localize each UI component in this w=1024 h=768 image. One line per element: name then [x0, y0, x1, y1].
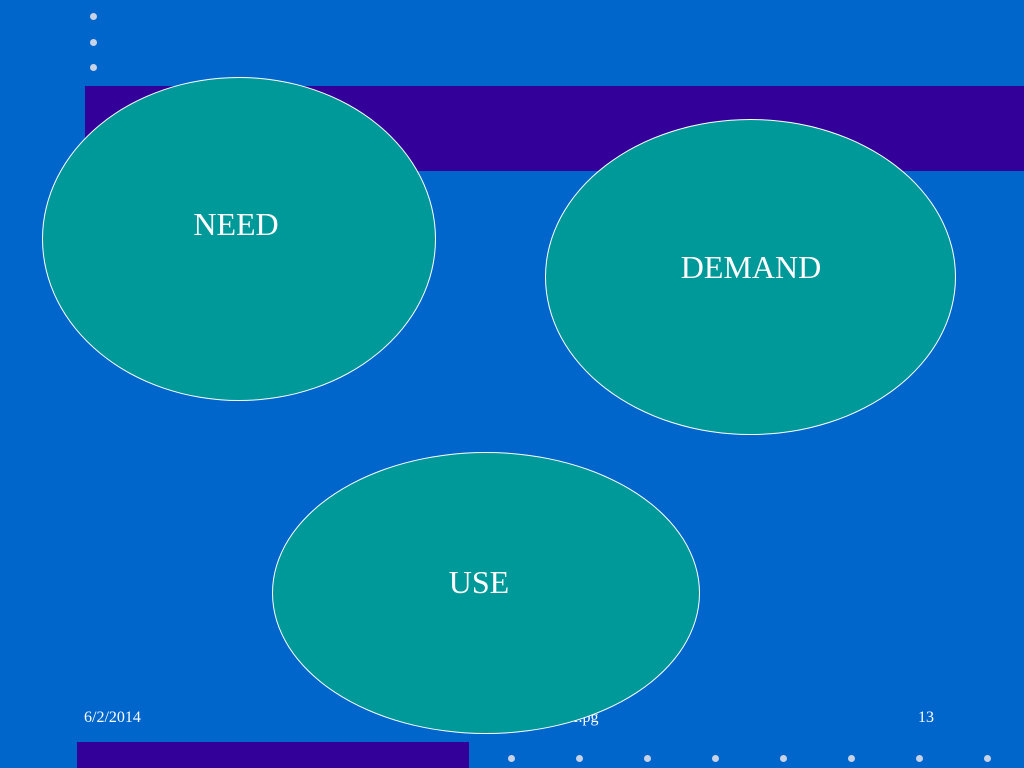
demand-ellipse [545, 119, 956, 435]
footer-date: 6/2/2014 [84, 709, 141, 726]
use-ellipse [272, 452, 700, 734]
decorative-dot [90, 64, 97, 71]
use-label: USE [448, 564, 510, 600]
decorative-dot [644, 755, 651, 762]
decorative-dot [848, 755, 855, 762]
decorative-dot [508, 755, 515, 762]
page-number: 13 [918, 709, 934, 726]
footer-band [77, 742, 469, 768]
decorative-dot [712, 755, 719, 762]
need-label: NEED [193, 206, 279, 242]
decorative-dot [90, 13, 97, 20]
decorative-dot [576, 755, 583, 762]
need-ellipse [42, 77, 436, 401]
decorative-dot [780, 755, 787, 762]
decorative-dot [90, 39, 97, 46]
decorative-dot [984, 755, 991, 762]
decorative-dot [916, 755, 923, 762]
demand-label: DEMAND [680, 249, 822, 285]
